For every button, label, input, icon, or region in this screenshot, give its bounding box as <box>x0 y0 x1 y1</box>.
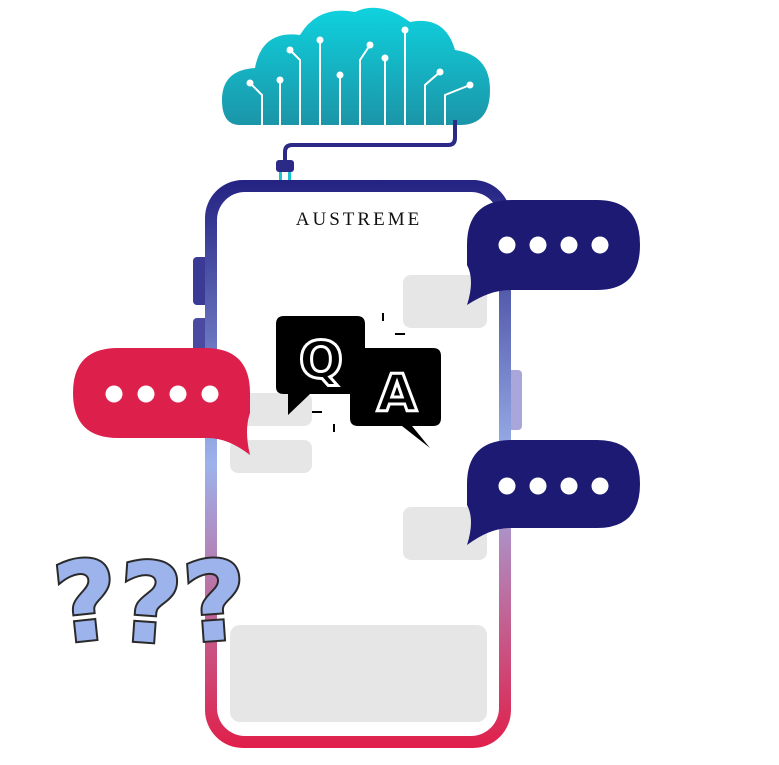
chat-bubble-navy-bottom <box>467 440 640 545</box>
brand-logo: AUSTREME <box>296 209 422 230</box>
q-letter: Q <box>299 331 343 391</box>
question-mark-icon: ? <box>113 538 186 670</box>
question-mark-icon: ? <box>48 535 125 669</box>
qa-icon: Q A <box>276 313 441 448</box>
cable <box>283 120 457 162</box>
question-mark-icon: ? <box>179 536 252 668</box>
plug-icon <box>276 160 294 180</box>
a-letter: A <box>377 364 417 424</box>
cloud-icon <box>222 7 490 125</box>
question-marks: ? ? ? <box>46 533 254 672</box>
message-placeholders <box>230 275 487 722</box>
chat-bubble-navy-top <box>467 200 640 305</box>
chat-bubble-red <box>73 348 250 455</box>
